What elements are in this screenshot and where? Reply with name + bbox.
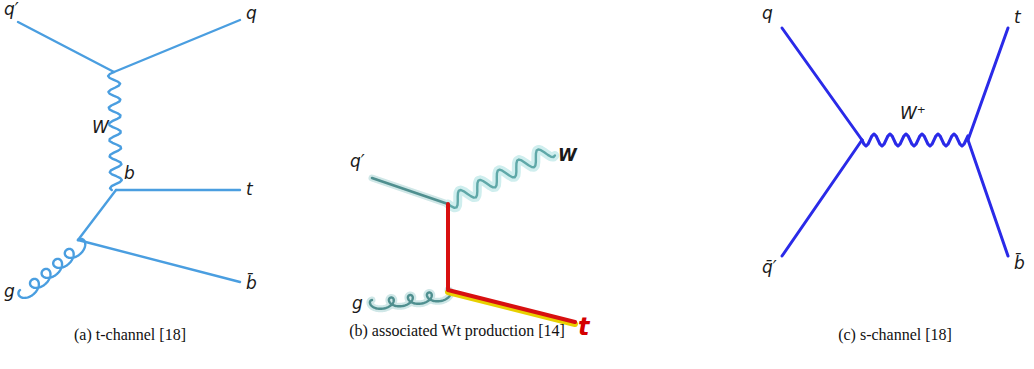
fermion-line [114, 20, 240, 72]
top-line [448, 290, 575, 322]
w-boson-line [448, 149, 555, 207]
fermion-line [968, 140, 1008, 256]
fermion-line [116, 189, 240, 191]
fermion-line [968, 28, 1008, 140]
caption: (a) t-channel [18] [20, 326, 240, 344]
particle-label: g [352, 294, 363, 313]
particle-label: q [762, 4, 773, 23]
w-boson-line [108, 72, 122, 190]
gluon-line [18, 239, 85, 298]
particle-label: W [92, 118, 109, 137]
particle-label: t [578, 314, 589, 340]
fermion-line [372, 178, 448, 204]
particle-label: b [124, 164, 135, 183]
glow [370, 290, 451, 309]
glow [448, 149, 555, 207]
top-propagator [446, 204, 450, 290]
particle-label: W [558, 146, 577, 165]
glow [372, 178, 448, 204]
particle-label: b̄ [1014, 254, 1025, 273]
fermion-line [782, 28, 862, 140]
w-boson-line [862, 134, 968, 146]
fermion-line [78, 240, 240, 282]
caption: (c) s-channel [18] [790, 326, 1000, 344]
particle-label: t [246, 180, 253, 199]
particle-label: b̄ [246, 274, 257, 293]
fermion-line [782, 140, 862, 256]
fermion-line [18, 22, 114, 72]
particle-label: t [1014, 8, 1021, 27]
gluon-line [370, 290, 451, 309]
particle-label: g [4, 282, 15, 301]
particle-label: q [246, 4, 257, 23]
particle-label: W⁺ [900, 104, 926, 123]
caption: (b) associated Wt production [14] [332, 322, 582, 340]
particle-label: q̄′ [762, 258, 777, 277]
particle-label: q′ [350, 152, 365, 171]
particle-label: q′ [4, 0, 19, 19]
fermion-line [78, 190, 116, 240]
